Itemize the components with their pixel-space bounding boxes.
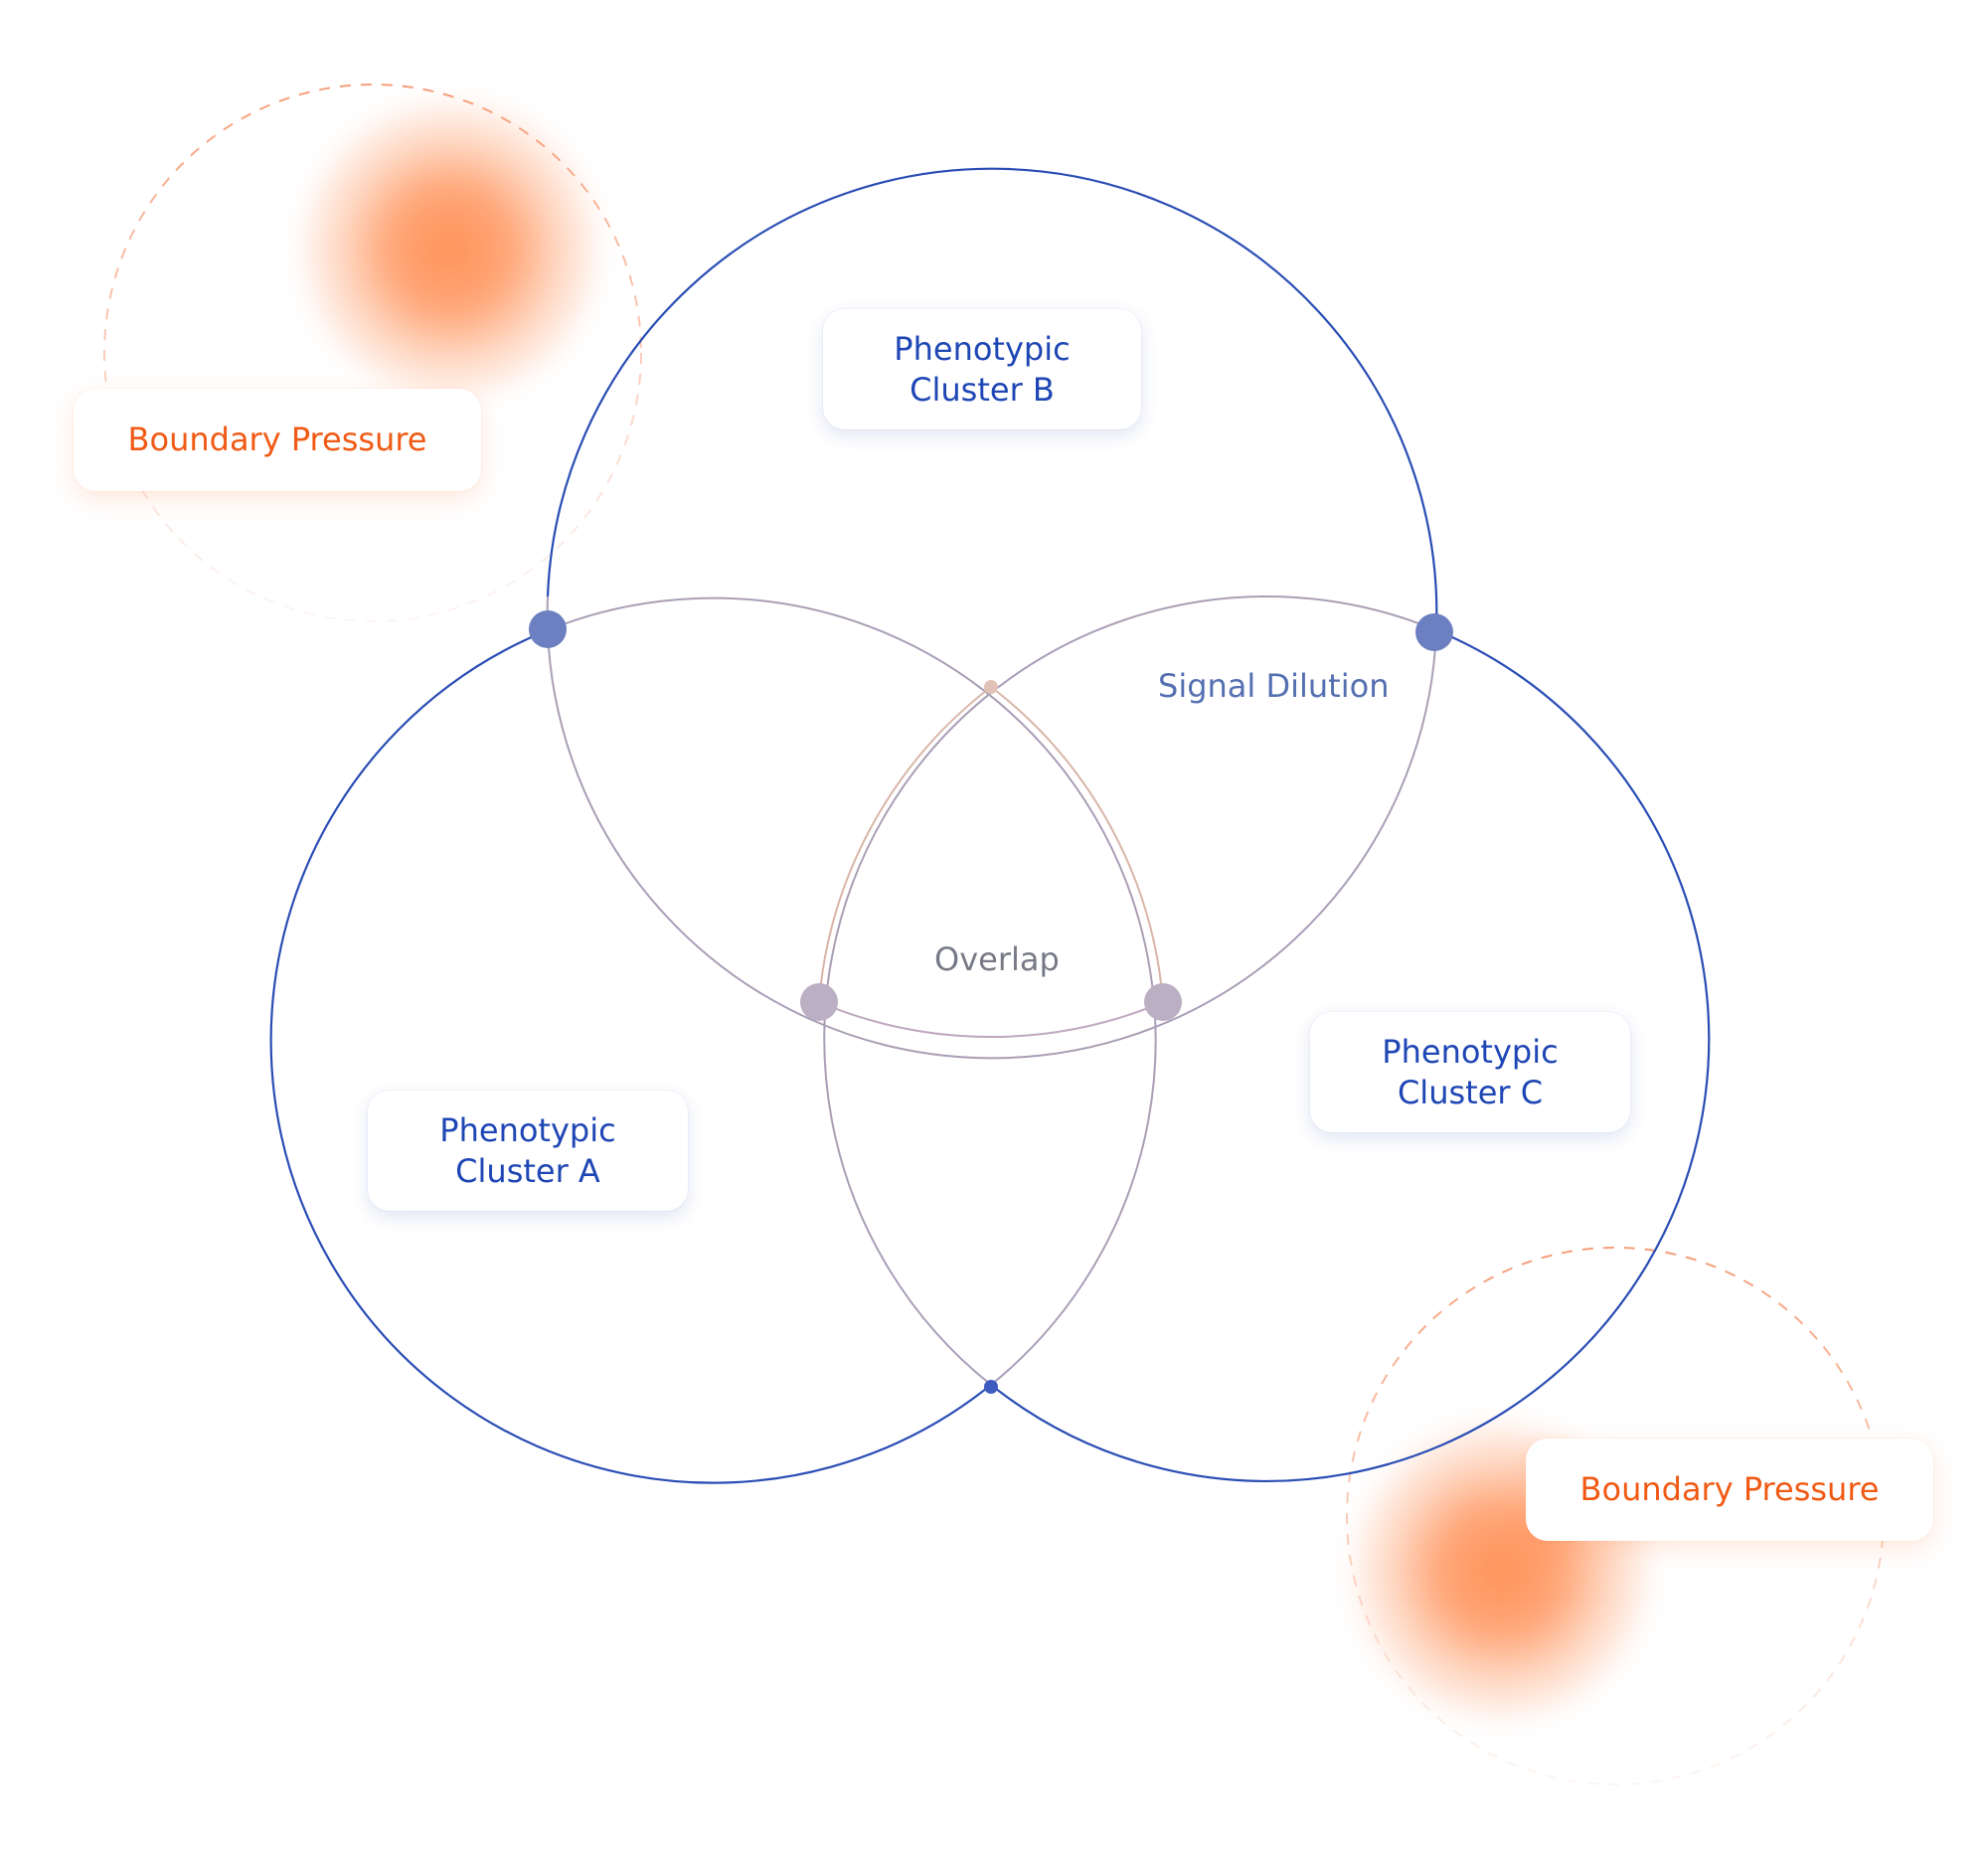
pressure-glow (301, 100, 599, 399)
cluster-c-circle-outer-arc (990, 628, 1711, 1483)
boundary-pressure-text: Boundary Pressure (1579, 1470, 1880, 1508)
cluster-a-circle-outer-arc (269, 628, 992, 1484)
cluster-b-label-line1: Phenotypic (894, 329, 1071, 368)
overlap-arc-bottom (818, 1001, 1164, 1038)
boundary-pressure-label-top-left: Boundary Pressure (74, 389, 481, 491)
intersection-node-center-left (800, 983, 838, 1021)
overlap-arc-right (990, 686, 1164, 1003)
overlap-label: Overlap (934, 940, 1060, 978)
overlap-arc-left (818, 686, 992, 1003)
signal-dilution-label: Signal Dilution (1158, 667, 1390, 705)
intersection-node-bc (1415, 613, 1453, 651)
cluster-a-label-line2: Cluster A (455, 1151, 600, 1190)
intersection-node-center-right (1144, 983, 1182, 1021)
cluster-a-label: Phenotypic Cluster A (368, 1091, 688, 1211)
intersection-node-ab (529, 610, 567, 648)
pressure-boundary-circle (103, 84, 642, 622)
cluster-b-circle-outer-arc (546, 167, 1438, 631)
boundary-pressure-label-bottom-right: Boundary Pressure (1526, 1438, 1933, 1541)
cluster-b-label: Phenotypic Cluster B (823, 309, 1141, 429)
boundary-pressure-text: Boundary Pressure (127, 421, 427, 458)
cluster-c-inner-arc (823, 594, 1437, 1386)
cluster-c-label-line2: Cluster C (1397, 1073, 1544, 1111)
cluster-c-label: Phenotypic Cluster C (1310, 1012, 1630, 1132)
cluster-a-label-line1: Phenotypic (439, 1110, 616, 1149)
intersection-node-bottom (984, 1380, 998, 1394)
intersection-node-top (984, 680, 998, 694)
cluster-c-label-line1: Phenotypic (1382, 1032, 1559, 1071)
cluster-b-inner-arc (546, 595, 1437, 1060)
cluster-b-label-line2: Cluster B (910, 370, 1055, 409)
cluster-a-inner-arc (547, 596, 1157, 1386)
